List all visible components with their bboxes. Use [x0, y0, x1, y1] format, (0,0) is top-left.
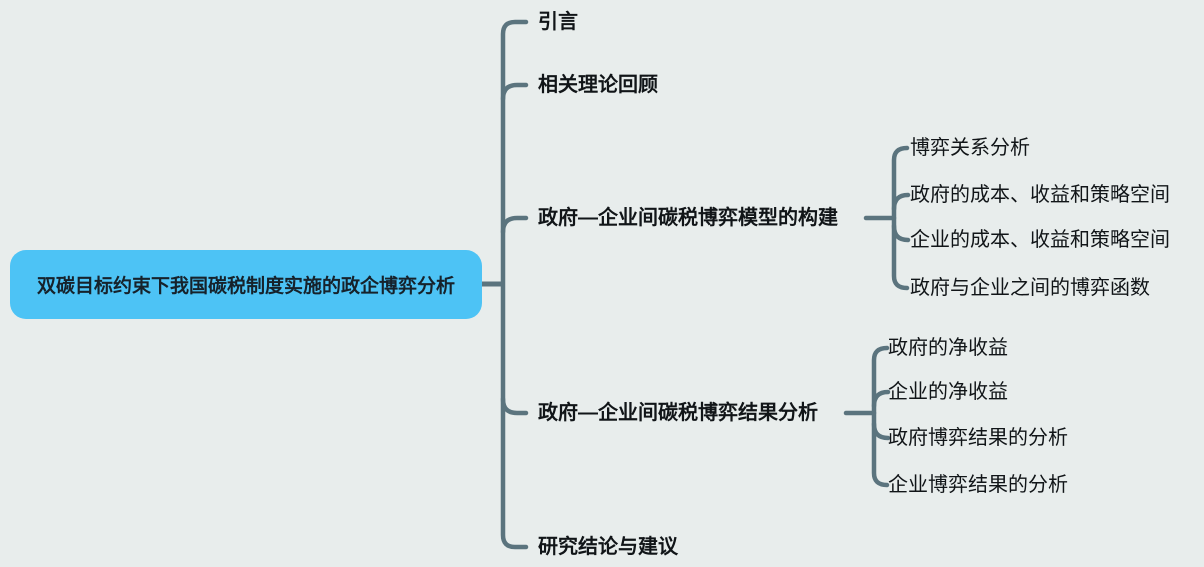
subtopic-4-3[interactable]: 政府博弈结果的分析 — [888, 427, 1068, 449]
subtopic-4-2[interactable]: 企业的净收益 — [888, 381, 1008, 403]
root-node[interactable]: 双碳目标约束下我国碳税制度实施的政企博弈分析 — [10, 250, 482, 319]
branch-node-3[interactable]: 政府—企业间碳税博弈模型的构建 — [538, 207, 838, 229]
subtopic-3-2[interactable]: 政府的成本、收益和策略空间 — [910, 184, 1170, 206]
branch-node-2[interactable]: 相关理论回顾 — [538, 74, 658, 96]
subtopic-3-4[interactable]: 政府与企业之间的博弈函数 — [910, 277, 1150, 299]
subtopic-3-3[interactable]: 企业的成本、收益和策略空间 — [910, 229, 1170, 251]
branch-node-1[interactable]: 引言 — [538, 11, 578, 33]
subtopic-4-1[interactable]: 政府的净收益 — [888, 337, 1008, 359]
subtopic-4-4[interactable]: 企业博弈结果的分析 — [888, 474, 1068, 496]
root-node-label: 双碳目标约束下我国碳税制度实施的政企博弈分析 — [36, 276, 455, 297]
subtopic-3-1[interactable]: 博弈关系分析 — [910, 137, 1030, 159]
branch-node-5[interactable]: 研究结论与建议 — [538, 536, 678, 558]
branch-node-4[interactable]: 政府—企业间碳税博弈结果分析 — [538, 402, 818, 424]
